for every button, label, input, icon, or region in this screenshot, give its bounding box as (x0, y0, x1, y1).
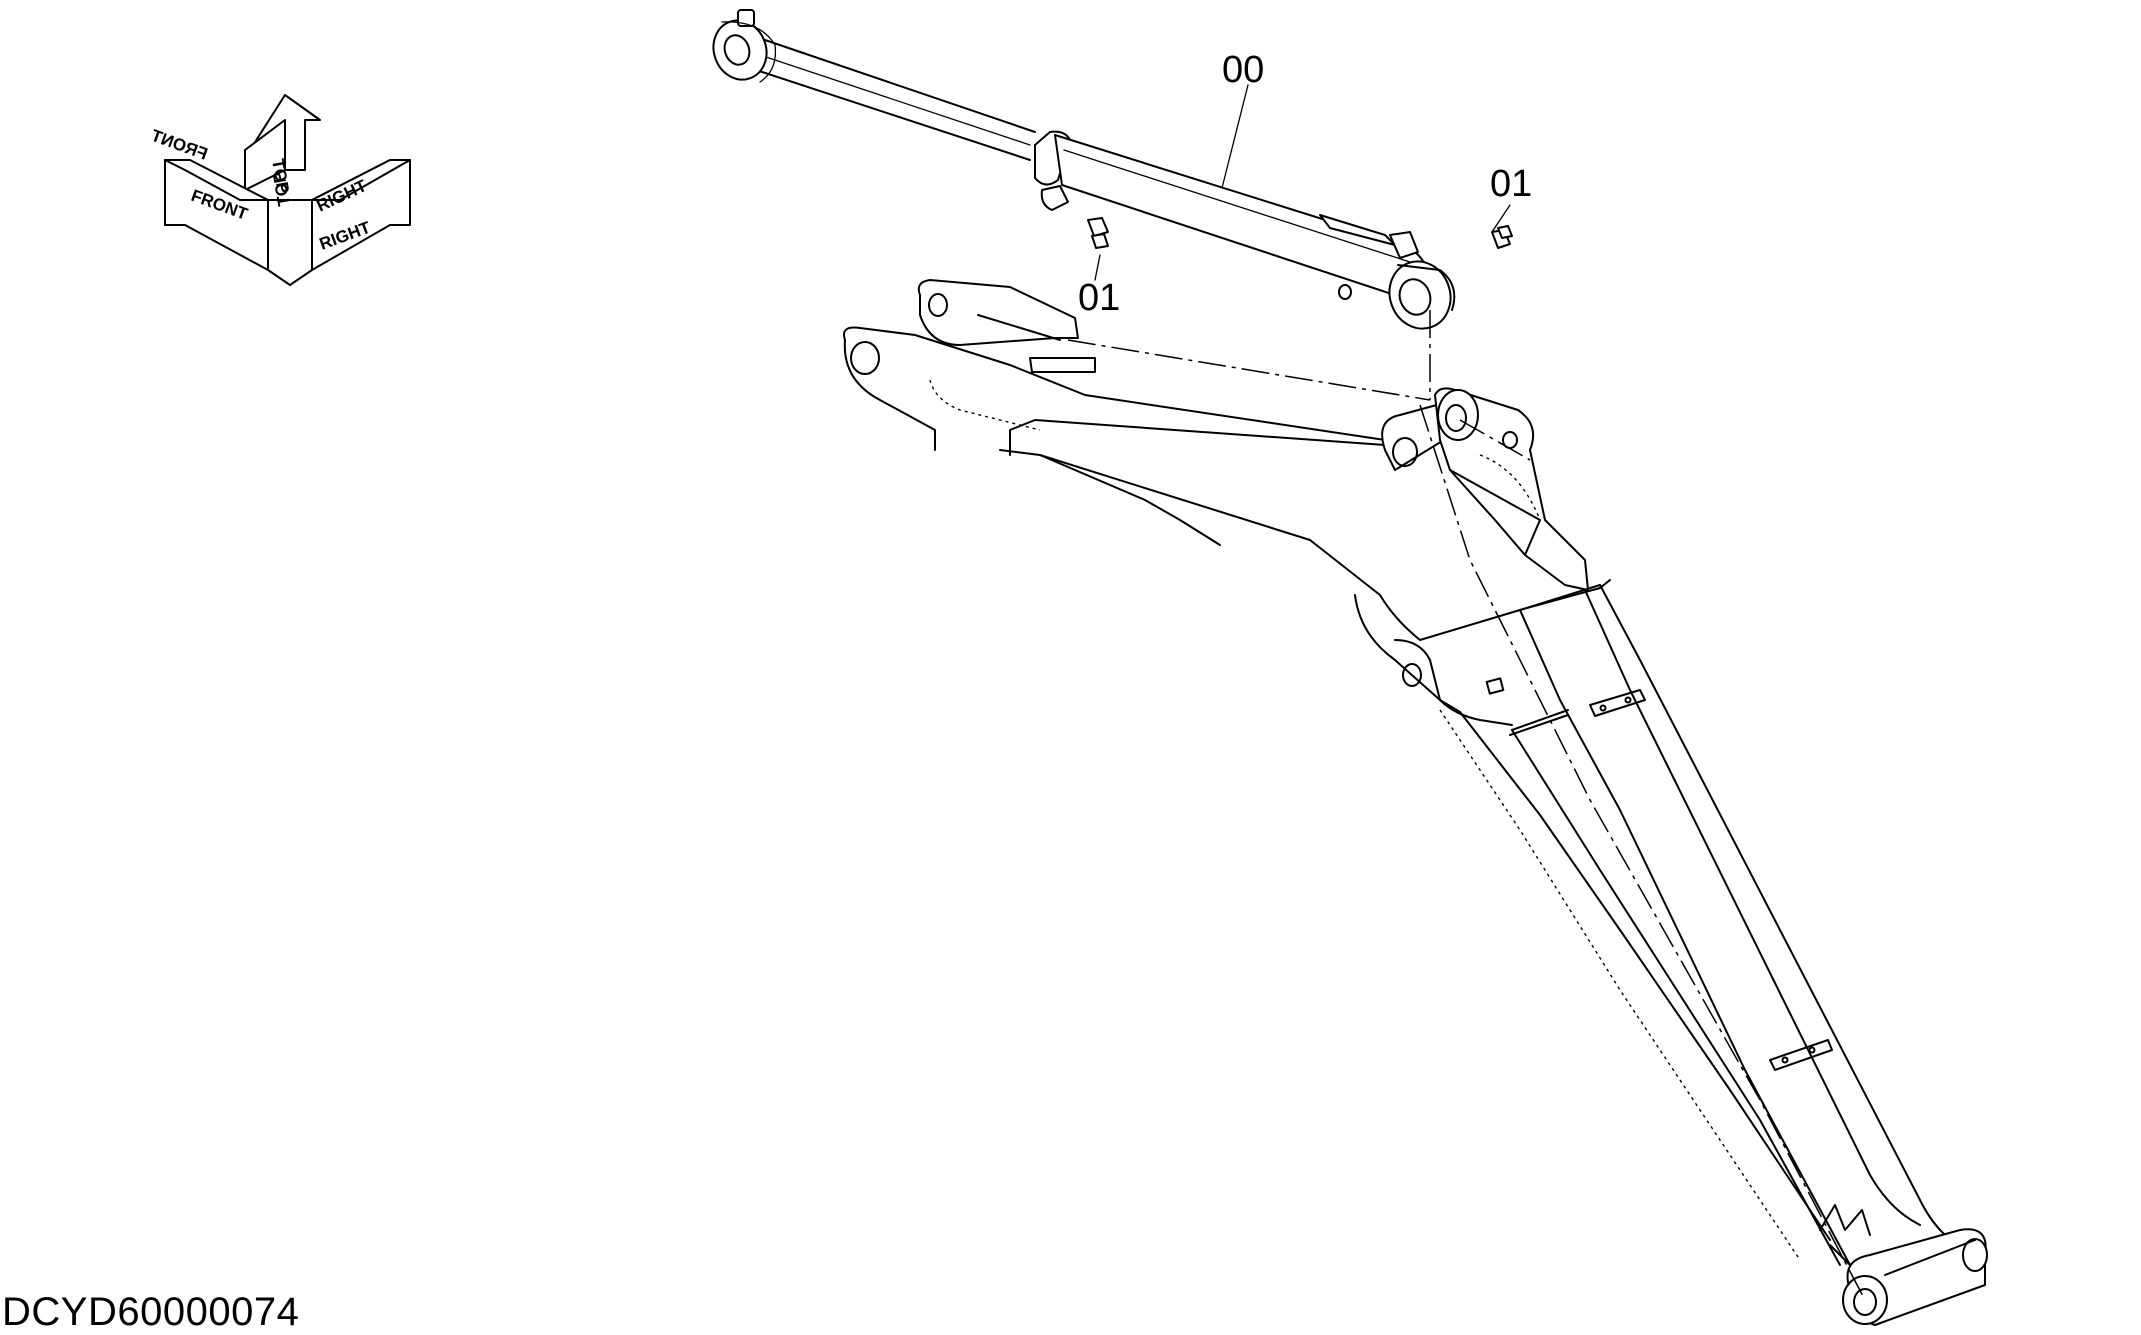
leader-01-left (1094, 254, 1101, 281)
boom-structure (843, 279, 1988, 1326)
orientation-front-mirror-label: FRONT (148, 126, 210, 164)
orientation-symbol: FRONT FRONT TOP TOP RIGHT RIGHT (148, 94, 411, 286)
callout-cylinder: 00 (1222, 49, 1264, 91)
callout-fitting-right: 01 (1490, 163, 1532, 205)
grease-fitting-left (1087, 217, 1109, 249)
hydraulic-cylinder (712, 9, 1513, 330)
leader-01-right (1491, 204, 1511, 233)
callout-fitting-left: 01 (1078, 277, 1120, 319)
grease-fitting-right (1491, 225, 1513, 249)
drawing-code: DCYD60000074 (2, 1290, 300, 1334)
leader-00 (1221, 84, 1249, 189)
